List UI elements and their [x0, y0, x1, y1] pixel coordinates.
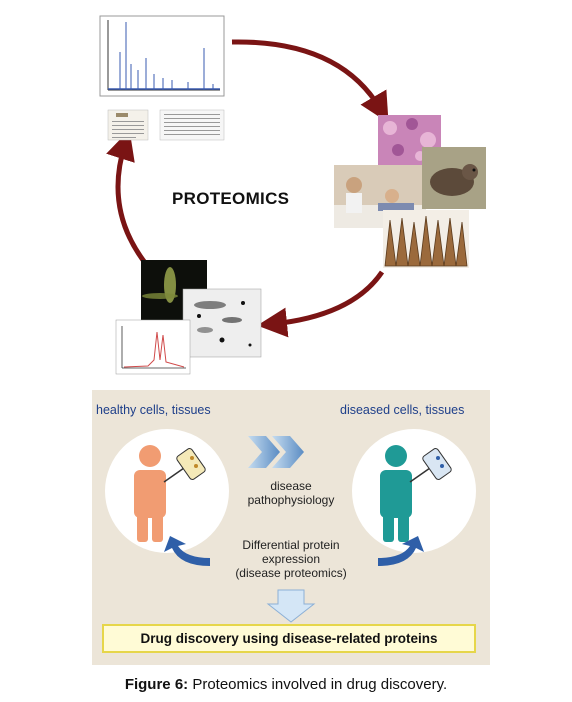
data-table-image	[107, 109, 225, 141]
differential-expression-text: Differential protein expression (disease…	[235, 538, 347, 580]
proteomics-title: PROTEOMICS	[172, 189, 290, 208]
pathophysiology-text: disease pathophysiology	[247, 479, 335, 507]
cycle-arrow-right	[257, 270, 385, 338]
curved-arrow-right-icon	[378, 536, 424, 566]
cycle-arrow-left	[106, 129, 148, 266]
figure-caption-text: Proteomics involved in drug discovery.	[192, 676, 448, 693]
double-chevron-arrow-icon	[248, 436, 304, 468]
healthy-circle	[105, 429, 229, 553]
mass-spectrum-image	[99, 15, 225, 97]
drug-discovery-panel: healthy cells, tissues diseased cells, t…	[92, 390, 490, 665]
diseased-label: diseased cells, tissues	[340, 403, 465, 417]
intestinal-tissue-image	[383, 210, 469, 268]
figure-caption: Figure 6: Proteomics involved in drug di…	[0, 676, 572, 693]
healthy-person-icon	[134, 445, 166, 542]
rat-photo-image	[422, 147, 486, 209]
diseased-circle	[352, 429, 476, 553]
cycle-arrow-top	[231, 39, 389, 123]
2d-gel-electrophoresis-image	[182, 288, 262, 358]
panel-graphics	[105, 429, 476, 623]
diseased-sample-tube-icon	[409, 448, 452, 483]
diseased-person-icon	[380, 445, 412, 542]
chromatogram-image	[115, 319, 191, 375]
figure-label: Figure 6:	[124, 676, 189, 693]
curved-arrow-left-icon	[164, 536, 210, 566]
drug-discovery-box: Drug discovery using disease-related pro…	[102, 624, 476, 653]
healthy-sample-tube-icon	[163, 448, 206, 483]
down-arrow-icon	[266, 589, 316, 623]
healthy-label: healthy cells, tissues	[96, 403, 211, 417]
proteomics-cycle-diagram	[99, 15, 486, 375]
